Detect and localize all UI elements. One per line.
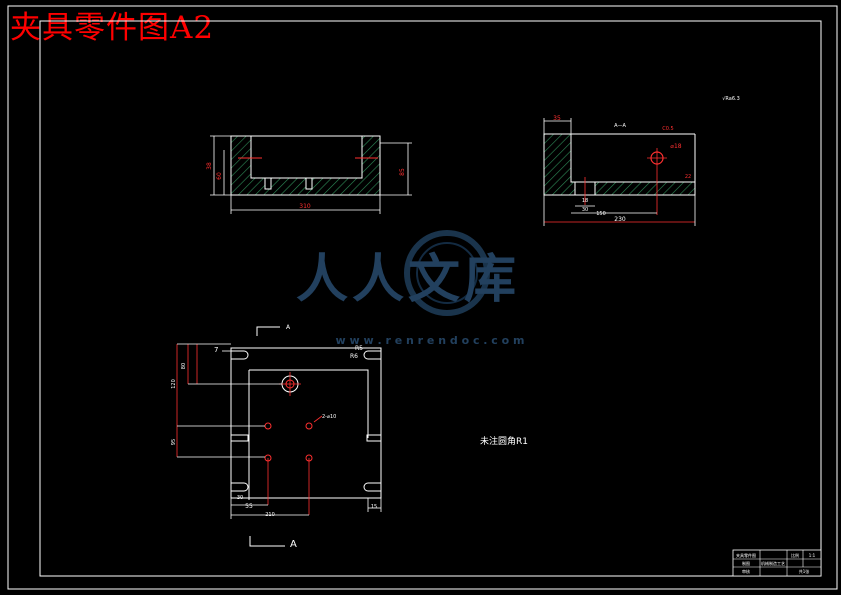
front-left-dimension-b: 60	[216, 172, 223, 180]
watermark-url: w w w . r e n r e n d o c . c o m	[335, 334, 524, 347]
surface-roughness-note: √Ra6.3	[722, 96, 740, 102]
top-section-mark-upper: A	[286, 324, 291, 331]
watermark-name: 人人文库	[296, 250, 520, 310]
fillet-note: 未注圆角R1	[480, 435, 528, 447]
title-block-row2-label: 制图	[742, 560, 750, 566]
top-view-outline	[230, 347, 382, 499]
top-dim-r5: R5	[355, 345, 363, 352]
front-left-dimension-a: 38	[206, 162, 213, 170]
inner-frame	[39, 20, 822, 577]
section-hole-dimension: ⌀18	[670, 143, 681, 150]
section-bottom-dimension-b: 30	[582, 207, 588, 213]
top-dim-15: 15	[371, 504, 377, 510]
section-right-dimension: 22	[685, 174, 691, 180]
title-block-scale-label: 比例	[791, 552, 799, 558]
outer-frame	[7, 5, 838, 590]
title-block-scale-value: 1:1	[809, 553, 816, 558]
top-dim-95: 95	[171, 439, 177, 445]
front-view	[210, 135, 412, 214]
drawing-title: 夹具零件图A2	[10, 10, 215, 46]
front-width-dimension: 310	[299, 203, 311, 210]
top-view	[176, 326, 382, 547]
front-height-dimension: 85	[399, 168, 406, 176]
section-thickness-dimension: 35	[553, 115, 561, 122]
watermark	[404, 230, 490, 316]
top-section-mark-lower: A	[290, 539, 297, 550]
title-block-row3-label: 审核	[742, 568, 750, 574]
title-block	[732, 549, 822, 577]
section-view	[543, 118, 696, 226]
section-label: A—A	[614, 123, 626, 129]
top-dim-r6: R6	[350, 353, 358, 360]
top-dim-30: 30	[237, 495, 243, 501]
title-block-row2-value: 机械制造工艺	[761, 560, 785, 566]
top-dim-55: 55	[245, 503, 253, 510]
title-block-name: 夹具零件图	[736, 552, 756, 558]
top-dim-210: 210	[265, 512, 275, 518]
title-block-sheet: 共1张	[799, 568, 810, 574]
section-bottom-dimension-a: 18	[582, 198, 588, 204]
top-dim-80: 80	[181, 363, 187, 369]
section-total-dimension: 230	[614, 216, 626, 223]
top-dim-hole: 2-⌀10	[322, 414, 336, 420]
section-bottom-dimension-c: 150	[596, 211, 606, 217]
top-dim-7: 7	[214, 346, 218, 354]
section-chamfer-dimension: C0.5	[662, 126, 673, 132]
top-dim-120: 120	[171, 379, 177, 389]
